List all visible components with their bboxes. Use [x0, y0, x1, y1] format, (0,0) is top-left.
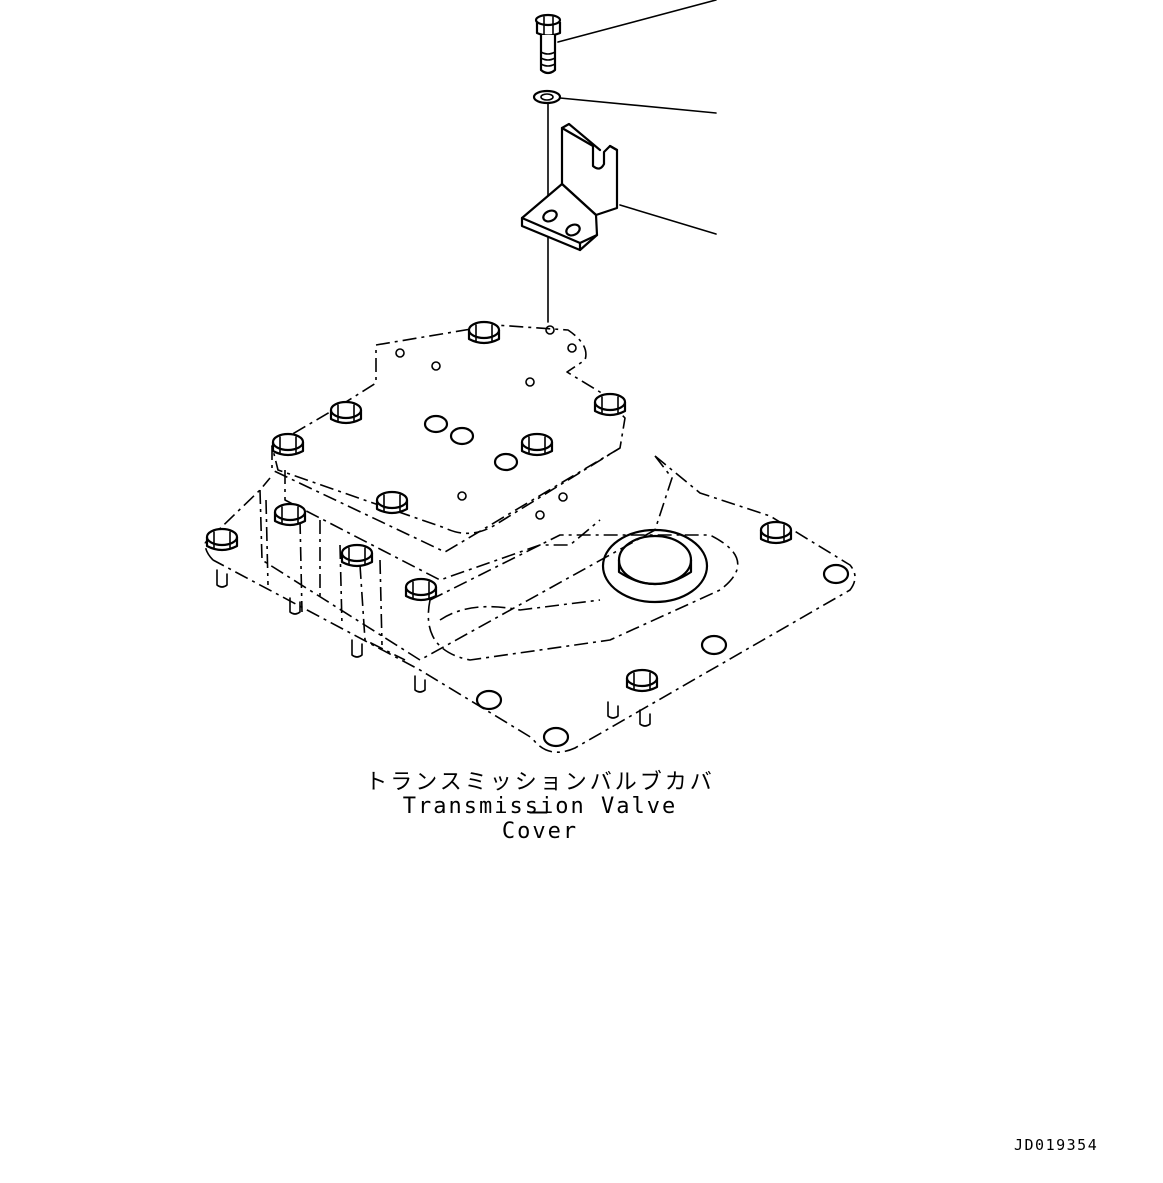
caption-japanese: トランスミッションバルブカバー	[365, 770, 715, 827]
bracket	[520, 122, 619, 252]
leader-lines	[557, 0, 717, 235]
bracket-leader-line	[619, 204, 717, 235]
cover-bolts	[205, 320, 793, 693]
washer-leader-line	[559, 97, 717, 114]
bolt	[534, 13, 562, 75]
bolt-leader-line	[557, 0, 717, 43]
transmission-valve-cover	[204, 320, 856, 754]
caption-english: Transmission Valve Cover	[402, 794, 678, 844]
washer	[532, 89, 562, 105]
drawing-id: JD019354	[1014, 1136, 1099, 1154]
